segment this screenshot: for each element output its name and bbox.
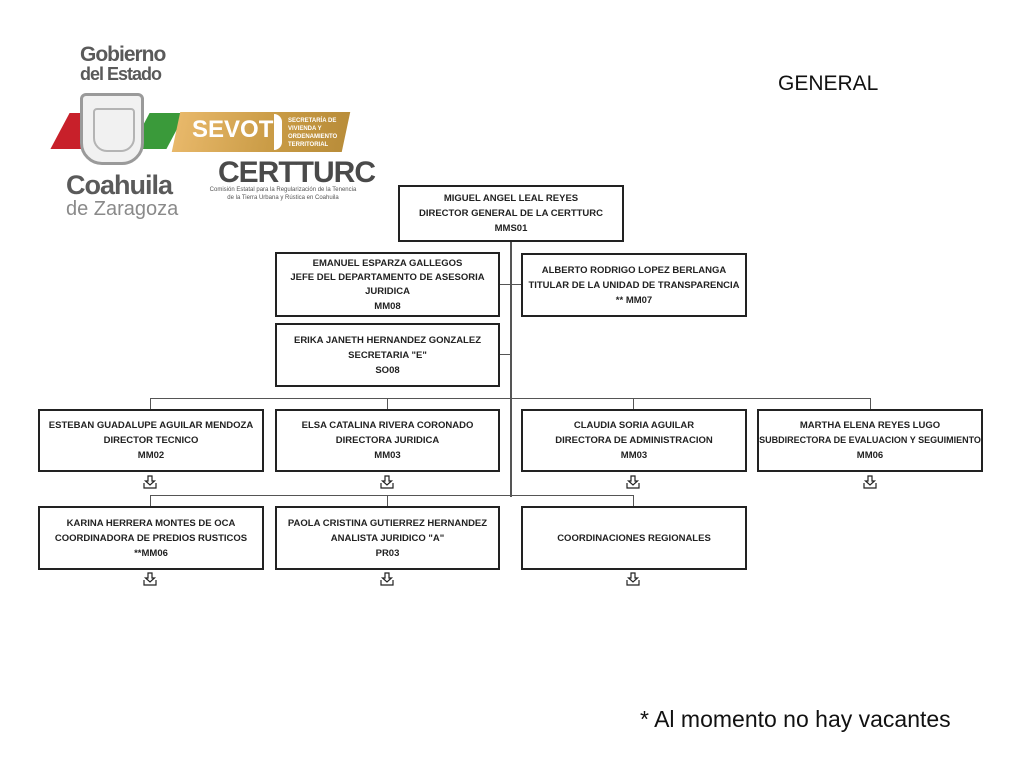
node-title: COORDINACIONES REGIONALES [557, 532, 711, 544]
row1-drop-3 [633, 398, 634, 410]
sevot-label: SEVOT [192, 116, 274, 143]
node-name: PAOLA CRISTINA GUTIERREZ HERNANDEZ [287, 517, 488, 529]
node-title: DIRECTORA DE ADMINISTRACION [555, 435, 713, 446]
node-title: SUBDIRECTORA DE EVALUACION Y SEGUIMIENTO [759, 435, 981, 445]
gobierno-label: Gobierno [80, 43, 166, 66]
node-name: CLAUDIA SORIA AGUILAR [573, 420, 695, 431]
expand-structure-icon[interactable] [143, 475, 157, 489]
node-name: ALBERTO RODRIGO LOPEZ BERLANGA [541, 264, 727, 276]
row1-drop-4 [870, 398, 871, 410]
node-code: MM08 [374, 300, 401, 312]
node-title: ANALISTA JURIDICO "A" [330, 532, 445, 544]
node-code: MM06 [856, 450, 884, 461]
expand-structure-icon[interactable] [143, 572, 157, 586]
row2-drop-2 [387, 495, 388, 507]
org-node-department: MARTHA ELENA REYES LUGO SUBDIRECTORA DE … [757, 409, 983, 472]
node-name: MARTHA ELENA REYES LUGO [799, 420, 941, 431]
org-node-department: ESTEBAN GUADALUPE AGUILAR MENDOZA DIRECT… [38, 409, 264, 472]
sevot-subtitle: SECRETARÍA DE VIVIENDA Y ORDENAMIENTO TE… [288, 118, 338, 148]
node-name: ERIKA JANETH HERNANDEZ GONZALEZ [293, 334, 481, 346]
node-title: DIRECTOR GENERAL DE LA CERTTURC [418, 208, 604, 219]
node-code: MM02 [137, 450, 165, 461]
expand-structure-icon[interactable] [863, 475, 877, 489]
staff-connector-2 [499, 354, 511, 355]
org-node-department: ELSA CATALINA RIVERA CORONADO DIRECTORA … [275, 409, 500, 472]
expand-structure-icon[interactable] [626, 475, 640, 489]
state-name: Coahuila [66, 170, 173, 200]
node-code: **MM06 [134, 547, 168, 559]
certturc-subtitle: Comisión Estatal para la Regularización … [209, 187, 357, 201]
org-node-department: KARINA HERRERA MONTES DE OCA COORDINADOR… [38, 506, 264, 570]
del-estado-label: del Estado [80, 64, 162, 84]
expand-structure-icon[interactable] [380, 475, 394, 489]
node-name: EMANUEL ESPARZA GALLEGOS [312, 257, 463, 269]
sevot-separator [274, 114, 282, 150]
node-code: SO08 [375, 364, 400, 376]
expand-structure-icon[interactable] [626, 572, 640, 586]
row1-bus-line [150, 398, 871, 399]
node-code: PR03 [375, 547, 400, 559]
node-title: DIRECTOR TECNICO [103, 435, 199, 446]
expand-structure-icon[interactable] [380, 572, 394, 586]
node-name: KARINA HERRERA MONTES DE OCA [66, 517, 236, 529]
staff-connector-1 [499, 284, 522, 285]
node-code: ** MM07 [615, 294, 653, 306]
certturc-label: CERTTURC [218, 156, 376, 189]
row2-drop-3 [633, 495, 634, 507]
row2-bus-line [150, 495, 634, 496]
org-node-department: CLAUDIA SORIA AGUILAR DIRECTORA DE ADMIN… [521, 409, 747, 472]
org-node-department: COORDINACIONES REGIONALES [521, 506, 747, 570]
node-name: MIGUEL ANGEL LEAL REYES [443, 193, 579, 204]
org-node-staff: EMANUEL ESPARZA GALLEGOS JEFE DEL DEPART… [275, 252, 500, 317]
node-code: MMS01 [494, 223, 528, 234]
node-title: JEFE DEL DEPARTAMENTO DE ASESORIA JURIDI… [290, 271, 485, 297]
org-node-department: PAOLA CRISTINA GUTIERREZ HERNANDEZ ANALI… [275, 506, 500, 570]
node-code: MM03 [620, 450, 648, 461]
org-node-staff: ERIKA JANETH HERNANDEZ GONZALEZ SECRETAR… [275, 323, 500, 387]
section-label: GENERAL [778, 72, 879, 95]
row1-drop-1 [150, 398, 151, 410]
node-code: MM03 [374, 450, 401, 461]
node-title: COORDINADORA DE PREDIOS RUSTICOS [54, 532, 248, 544]
node-name: ESTEBAN GUADALUPE AGUILAR MENDOZA [48, 420, 254, 431]
org-node-staff: ALBERTO RODRIGO LOPEZ BERLANGA TITULAR D… [521, 253, 747, 317]
node-title: DIRECTORA JURIDICA [335, 435, 440, 446]
org-node-director: MIGUEL ANGEL LEAL REYES DIRECTOR GENERAL… [398, 185, 624, 242]
coat-of-arms-icon [80, 93, 144, 165]
state-subname: de Zaragoza [66, 198, 179, 220]
node-name: ELSA CATALINA RIVERA CORONADO [301, 420, 474, 431]
main-trunk-line [510, 241, 512, 497]
row2-drop-1 [150, 495, 151, 507]
node-title: TITULAR DE LA UNIDAD DE TRANSPARENCIA [528, 279, 740, 291]
vacancy-footnote: * Al momento no hay vacantes [640, 706, 951, 732]
node-title: SECRETARIA "E" [348, 349, 427, 361]
row1-drop-2 [387, 398, 388, 410]
